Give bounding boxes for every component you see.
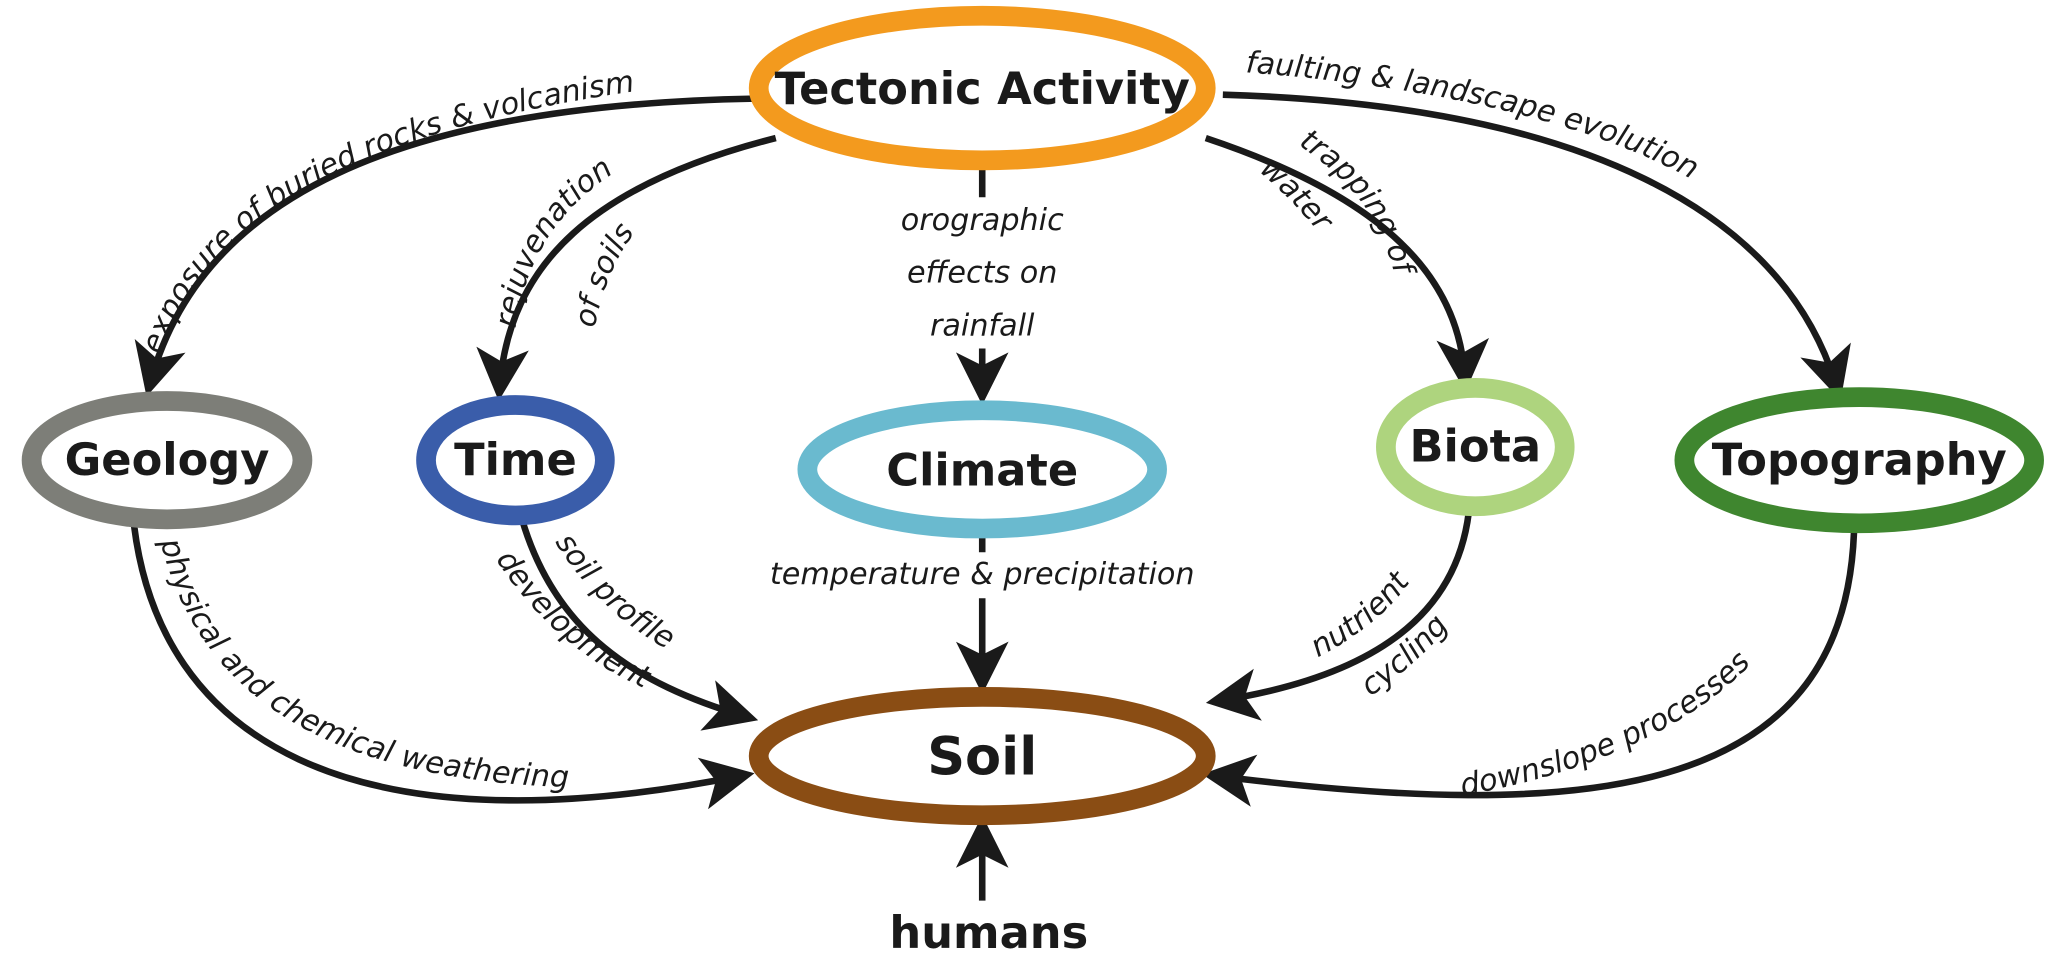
- edge-biota-soil: [1205, 512, 1472, 721]
- node-climate: Climate: [797, 400, 1167, 539]
- label-tectonic-climate-2: effects on: [907, 256, 1058, 291]
- geology-label: Geology: [65, 434, 270, 486]
- edge-time-soil: [518, 518, 759, 731]
- node-biota: Biota: [1376, 378, 1575, 517]
- climate-label: Climate: [886, 444, 1078, 496]
- time-label: Time: [454, 434, 577, 486]
- edge-geology-soil: [130, 525, 755, 810]
- label-tectonic-climate-3: rainfall: [930, 308, 1035, 343]
- node-topography: Topography: [1674, 387, 2044, 534]
- topography-ellipse: [1674, 387, 2044, 534]
- edge-tectonic-time: [476, 134, 777, 401]
- soil-label: Soil: [927, 727, 1037, 788]
- edge-tectonic-geology: [134, 95, 755, 397]
- topography-label: Topography: [1712, 434, 2007, 486]
- node-soil: Soil: [748, 687, 1216, 826]
- label-topography-soil: downslope processes: [1457, 644, 1757, 803]
- label-climate-soil: temperature & precipitation: [770, 557, 1195, 592]
- time-ellipse: [416, 395, 615, 526]
- label-tectonic-climate-1: orographic: [901, 203, 1064, 238]
- node-tectonic-activity: Tectonic Activity: [748, 5, 1216, 171]
- edge-tectonic-topography: [1222, 91, 1851, 401]
- node-time: Time: [416, 395, 615, 526]
- humans-label: humans: [889, 907, 1088, 959]
- tectonic-label: Tectonic Activity: [775, 63, 1190, 115]
- edge-topography-soil: [1201, 532, 1858, 807]
- geology-ellipse: [21, 391, 313, 530]
- node-geology: Geology: [21, 391, 313, 530]
- biota-ellipse: [1376, 378, 1575, 517]
- biota-label: Biota: [1409, 421, 1541, 473]
- tectonic-ellipse: [748, 5, 1216, 171]
- soil-ellipse: [748, 687, 1216, 826]
- label-tectonic-time-2: of soils: [568, 216, 642, 330]
- climate-ellipse: [797, 400, 1167, 539]
- edge-tectonic-biota: [1204, 134, 1489, 392]
